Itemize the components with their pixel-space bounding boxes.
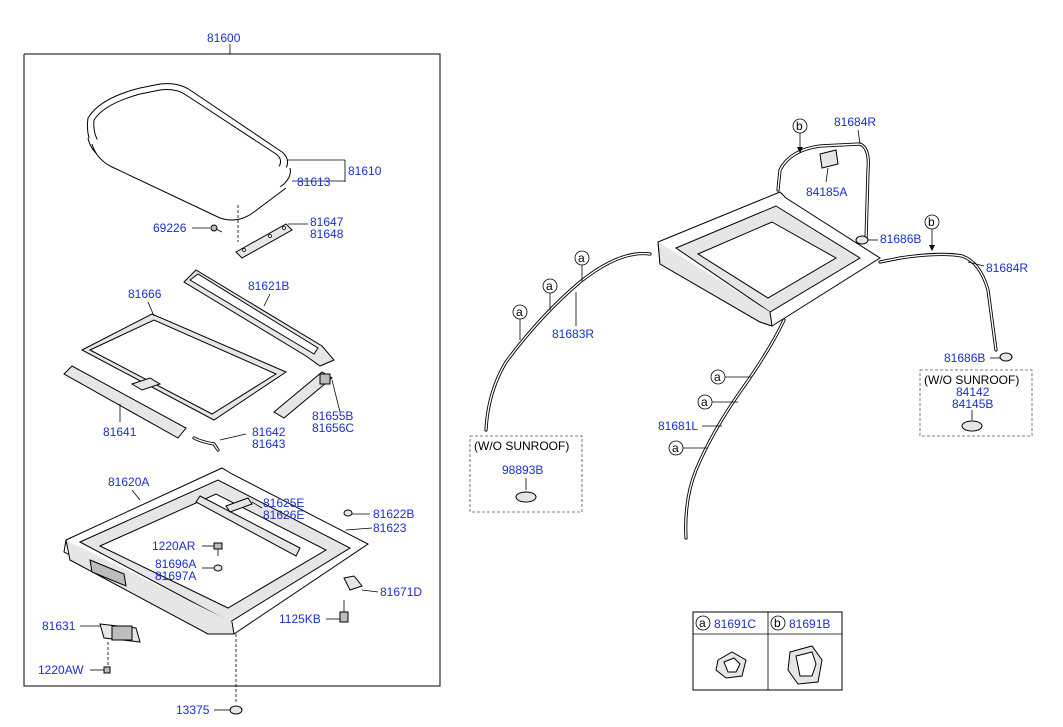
part-label-98893B[interactable]: 98893B — [502, 463, 543, 477]
part-label-84145B[interactable]: 84145B — [952, 397, 993, 411]
assembly-81600-group: 81600 — [23, 31, 441, 687]
sunshade-81666[interactable] — [80, 313, 288, 421]
screw-1220AW[interactable] — [103, 666, 111, 674]
plug-84145B[interactable] — [961, 420, 983, 432]
marker-a-label: a — [546, 279, 553, 293]
marker-a-label: a — [672, 441, 679, 455]
clip-legend-table: a 81691C b 81691B — [692, 611, 843, 691]
marker-a-label: a — [578, 251, 585, 265]
wo-sunroof-note-left: (W/O SUNROOF) — [474, 439, 569, 453]
wo-sunroof-note-right: (W/O SUNROOF) — [924, 373, 1019, 387]
roof-frame-assembly[interactable] — [657, 191, 881, 327]
part-label-81691B[interactable]: 81691B — [789, 617, 830, 631]
bracket-81671D[interactable] — [343, 575, 363, 591]
part-label-81620A[interactable]: 81620A — [108, 475, 149, 489]
glass-bracket[interactable] — [235, 223, 293, 259]
patch-84185A[interactable] — [819, 149, 839, 169]
clip-81691C[interactable] — [715, 651, 747, 679]
drain-hose-81684R-right[interactable] — [878, 252, 998, 352]
part-label-69226[interactable]: 69226 — [153, 221, 187, 235]
part-label-81656C[interactable]: 81656C — [312, 421, 354, 435]
marker-a-81l-2: a — [697, 394, 738, 410]
part-label-84142[interactable]: 84142 — [956, 385, 990, 399]
bolt-1125KB[interactable] — [339, 600, 349, 623]
part-label-81655B[interactable]: 81655B — [312, 409, 353, 423]
part-label-81623[interactable]: 81623 — [373, 521, 407, 535]
glass-weatherstrip[interactable] — [87, 137, 291, 221]
clip-81691B[interactable] — [787, 645, 823, 685]
drain-hose-81683R[interactable] — [484, 251, 652, 432]
wo-sunroof-box-right: (W/O SUNROOF) 84142 84145B — [919, 369, 1033, 437]
marker-a-81l-3: a — [668, 440, 708, 456]
part-label-81643[interactable]: 81643 — [252, 437, 286, 451]
part-label-81626E[interactable]: 81626E — [263, 508, 304, 522]
part-label-81684R-top[interactable]: 81684R — [834, 115, 876, 129]
part-label-81691C[interactable]: 81691C — [714, 617, 756, 631]
part-label-81621B[interactable]: 81621B — [248, 279, 289, 293]
trim-strip-81641[interactable] — [63, 365, 187, 439]
motor-81631[interactable] — [99, 623, 141, 643]
part-label-81647[interactable]: 81647 — [310, 215, 344, 229]
marker-a-label: a — [714, 370, 721, 384]
part-label-1125KB[interactable]: 1125KB — [279, 612, 321, 626]
marker-b-right-label: b — [928, 215, 935, 229]
plug-98893B[interactable] — [515, 491, 537, 503]
part-label-81686B-top[interactable]: 81686B — [880, 232, 921, 246]
part-label-81625E[interactable]: 81625E — [263, 496, 304, 510]
marker-a-label: a — [701, 395, 708, 409]
clip-81622B[interactable] — [343, 509, 353, 517]
part-label-13375[interactable]: 13375 — [176, 703, 210, 717]
part-label-81666[interactable]: 81666 — [128, 287, 162, 301]
part-label-81613[interactable]: 81613 — [297, 175, 331, 189]
grommet-13375[interactable] — [229, 705, 243, 715]
marker-a-83r-2: a — [542, 278, 558, 310]
part-label-81631[interactable]: 81631 — [42, 619, 76, 633]
bolt-1220AR[interactable] — [213, 542, 223, 556]
marker-a-83r-1: a — [574, 250, 590, 282]
grommet-81686B-right[interactable] — [999, 352, 1013, 362]
sunroof-frame-81620A[interactable] — [63, 467, 369, 635]
marker-b-top-label: b — [796, 119, 803, 133]
front-deflector-81621B[interactable] — [183, 269, 335, 367]
marker-arrow — [797, 147, 803, 153]
drain-hose-81684R-top[interactable] — [776, 142, 870, 242]
part-label-81683R[interactable]: 81683R — [552, 327, 594, 341]
part-label-81697A[interactable]: 81697A — [155, 569, 196, 583]
assembly-frame — [23, 53, 441, 687]
part-label-81684R-right[interactable]: 81684R — [986, 261, 1028, 275]
legend-marker-b: b — [774, 616, 781, 630]
drain-hose-81681L[interactable] — [684, 318, 786, 540]
washer-81696A[interactable] — [213, 564, 223, 572]
marker-a-label: a — [516, 305, 523, 319]
screw-69226[interactable] — [210, 224, 223, 233]
part-label-81648[interactable]: 81648 — [310, 227, 344, 241]
marker-arrow — [929, 245, 935, 251]
part-label-81622B[interactable]: 81622B — [373, 507, 414, 521]
part-label-1220AW[interactable]: 1220AW — [38, 663, 84, 677]
part-label-81642[interactable]: 81642 — [252, 425, 286, 439]
wo-sunroof-box-left: (W/O SUNROOF) 98893B — [469, 435, 583, 513]
part-label-81686B-right[interactable]: 81686B — [944, 351, 985, 365]
part-label-81600[interactable]: 81600 — [207, 31, 241, 45]
legend-marker-a: a — [699, 616, 706, 630]
marker-a-81l-1: a — [710, 369, 752, 385]
guide-rail-81625E[interactable] — [225, 497, 253, 513]
part-label-84185A[interactable]: 84185A — [806, 185, 847, 199]
part-label-1220AR[interactable]: 1220AR — [152, 539, 196, 553]
grommet-81686B-top[interactable] — [855, 235, 869, 245]
drain-hose-81642[interactable] — [192, 436, 220, 452]
part-label-81681L[interactable]: 81681L — [658, 419, 698, 433]
part-label-81641[interactable]: 81641 — [103, 425, 137, 439]
part-label-81610[interactable]: 81610 — [348, 164, 382, 178]
part-label-81671D[interactable]: 81671D — [380, 585, 422, 599]
sunshade-guide-81655B[interactable] — [273, 371, 333, 419]
marker-a-83r-3: a — [512, 304, 528, 340]
part-label-81696A[interactable]: 81696A — [155, 557, 196, 571]
